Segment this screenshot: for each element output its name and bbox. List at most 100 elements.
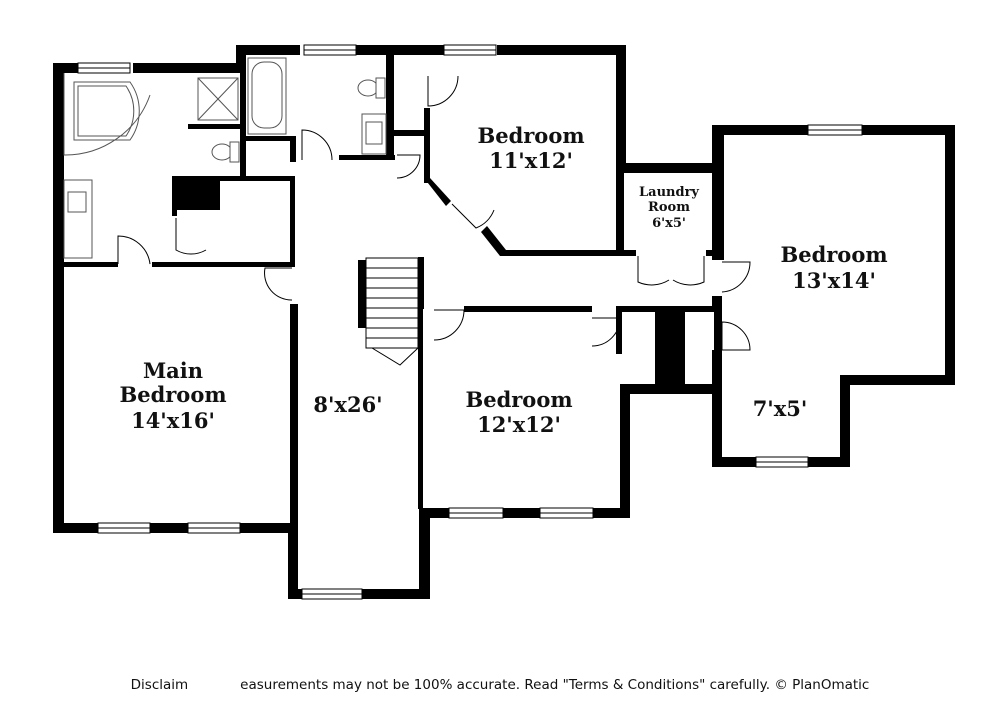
closet-dims: 7'x5': [753, 396, 808, 421]
wall-segment: [481, 226, 506, 256]
bedroom-east-dims: 13'x14': [792, 268, 876, 293]
wall-segment: [418, 257, 424, 309]
wall-segment: [503, 508, 540, 518]
wall-segment: [616, 306, 622, 354]
bedroom-east-label: Bedroom: [780, 242, 887, 267]
wall-segment: [288, 523, 298, 599]
hall-dims: 8'x26': [313, 392, 382, 417]
wall-segment: [240, 523, 298, 533]
door-swing: [637, 256, 670, 286]
wall-segment: [188, 124, 244, 129]
wall-segment: [53, 63, 64, 533]
wall-segment: [290, 136, 296, 162]
wall-segment: [424, 178, 451, 206]
wall-segment: [712, 125, 724, 260]
wall-segment: [419, 508, 449, 518]
laundry-label-line1: Laundry: [639, 185, 699, 200]
toilet: [211, 143, 233, 161]
redaction-mask: [188, 676, 241, 694]
door-swing: [433, 309, 465, 341]
disclaimer: Disclaim easurements may not be 100% accu…: [0, 676, 1000, 694]
wall-segment: [288, 589, 302, 599]
wall-segment: [356, 45, 444, 55]
wall-segment: [620, 384, 722, 394]
wall-segment: [290, 176, 295, 267]
fixtures: [63, 57, 387, 259]
wall-segment: [706, 250, 722, 256]
room-labels: Main Bedroom 14'x16' 8'x26' Bedroom 11'x…: [119, 123, 887, 437]
wall-segment: [419, 508, 430, 599]
disclaimer-start: Disclaim: [130, 677, 189, 693]
wall-segment: [172, 176, 220, 210]
wall-segment: [840, 375, 850, 467]
wall-segment: [172, 176, 295, 181]
wall-segment: [616, 163, 724, 173]
main-bedroom-label-line1: Main: [143, 358, 203, 383]
wall-segment: [840, 375, 955, 385]
toilet: [357, 79, 379, 97]
wall-segment: [712, 384, 722, 467]
bedroom-south-label: Bedroom: [465, 387, 572, 412]
wall-segment: [150, 523, 188, 533]
wall-segment: [616, 306, 722, 312]
door-swing: [396, 154, 421, 179]
door-swing: [264, 267, 293, 301]
door-swing: [672, 256, 705, 286]
wall-segment: [133, 63, 243, 73]
wall-segment: [620, 384, 630, 518]
wall-segment: [53, 523, 98, 533]
door-swing: [427, 75, 459, 107]
bedroom-south-dims: 12'x12': [477, 412, 561, 437]
wall-segment: [418, 309, 423, 509]
wall-segment: [945, 125, 955, 385]
door-swing: [117, 235, 151, 265]
wall-segment: [339, 155, 395, 160]
wall-segment: [362, 589, 430, 599]
wall-segment: [616, 45, 626, 163]
wall-segment: [290, 304, 298, 533]
wall-segment: [464, 306, 592, 312]
bedroom-north-label: Bedroom: [477, 123, 584, 148]
chimney: [655, 310, 685, 386]
wall-segment: [862, 125, 955, 135]
wall-segment: [497, 45, 626, 55]
wall-segment: [712, 125, 808, 135]
door-swing: [721, 261, 751, 293]
wall-segment: [64, 262, 118, 267]
wall-segment: [808, 457, 850, 467]
door-swing: [301, 129, 333, 161]
wall-segment: [712, 350, 722, 394]
wall-segment: [236, 45, 300, 55]
disclaimer-rest: easurements may not be 100% accurate. Re…: [240, 677, 870, 693]
stairs: [358, 257, 419, 366]
door-swing: [721, 321, 751, 351]
main-bedroom-dims: 14'x16': [131, 408, 215, 433]
wall-segment: [53, 63, 95, 73]
doors: [117, 75, 751, 351]
door-swing: [591, 317, 621, 347]
wall-segment: [240, 136, 292, 141]
wall-segment: [624, 250, 636, 256]
wall-segment: [712, 296, 722, 310]
wall-segment: [152, 262, 292, 267]
laundry-dims: 6'x5': [652, 216, 686, 231]
walls: [53, 45, 955, 599]
wall-segment: [236, 45, 246, 73]
door-swing: [451, 203, 495, 229]
wall-segment: [616, 163, 624, 256]
main-bedroom-label-line2: Bedroom: [119, 382, 226, 407]
wall-segment: [386, 55, 394, 160]
wall-segment: [394, 130, 430, 136]
stair-rail: [358, 260, 366, 328]
wall-segment: [714, 306, 722, 356]
door-swing: [175, 218, 207, 255]
laundry-label-line2: Room: [648, 200, 690, 215]
wall-segment: [712, 457, 756, 467]
windows: [77, 44, 863, 600]
wall-segment: [240, 70, 246, 176]
bedroom-north-dims: 11'x12': [489, 148, 573, 173]
wall-segment: [500, 250, 626, 256]
wall-segment: [424, 108, 430, 183]
wall-segment: [593, 508, 630, 518]
